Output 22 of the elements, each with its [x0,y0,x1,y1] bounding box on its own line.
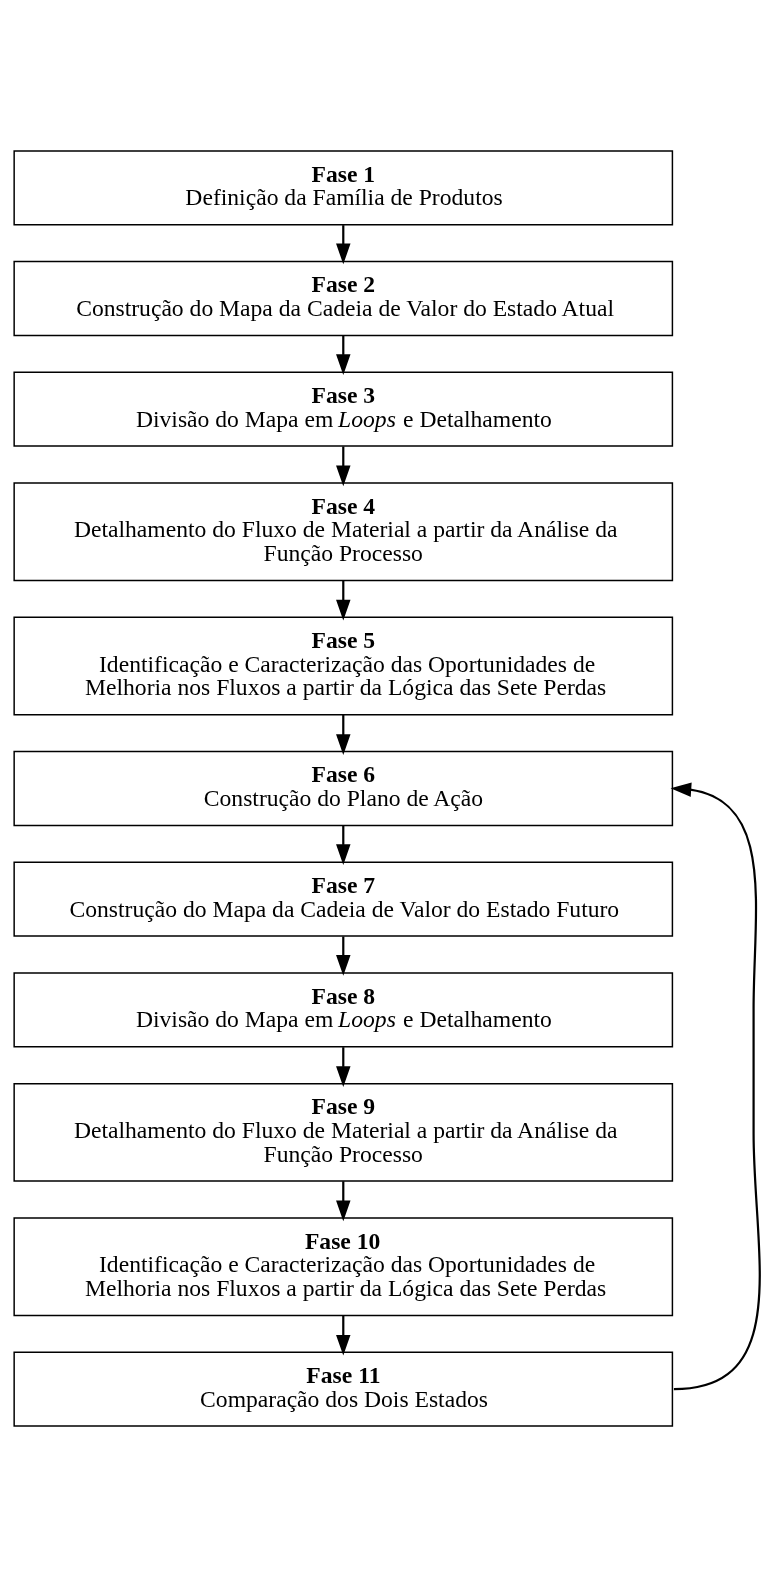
arrow [336,714,351,755]
arrow [336,1180,351,1221]
node-box: Fase 8 Divisão do Mapa em Loops e Detalhamento [13,971,674,1048]
node-box: Fase 5 Identificação e Caracterização das Oportunidades de Melhoria nos Fluxos a partir da Lógica das Sete Perdas [13,616,674,715]
node-box: Fase 11 Comparação dos Dois Estados [13,1351,674,1427]
arrow [336,224,351,264]
node-box: Fase 4 Detalhamento do Fluxo de Material a partir da Análise da Função Processo [13,481,674,581]
node-box: Fase 9 Detalhamento do Fluxo de Material a partir da Análise da Função Processo [13,1082,674,1182]
node-box: Fase 1 Definição da Família de Produtos [13,149,674,225]
node-box: Fase 2 Construção do Mapa da Cadeia de Valor do Estado Atual [13,260,674,336]
node-box: Fase 3 Divisão do Mapa em Loops e Detalhamento [13,371,674,447]
arrow [336,1314,351,1356]
node-box: Fase 10 Identificação e Caracterização das Oportunidades de Melhoria nos Fluxos a partir da Lógica das Sete Perdas [13,1216,674,1316]
arrow [336,446,351,486]
arrow [670,781,761,1390]
arrow [336,580,351,621]
arrow [336,335,351,375]
arrow [336,825,351,865]
arrow [336,936,351,976]
arrow [336,1046,351,1087]
node-box: Fase 6 Construção do Plano de Ação [13,750,674,826]
node-box: Fase 7 Construção do Mapa da Cadeia de Valor do Estado Futuro [13,861,674,937]
